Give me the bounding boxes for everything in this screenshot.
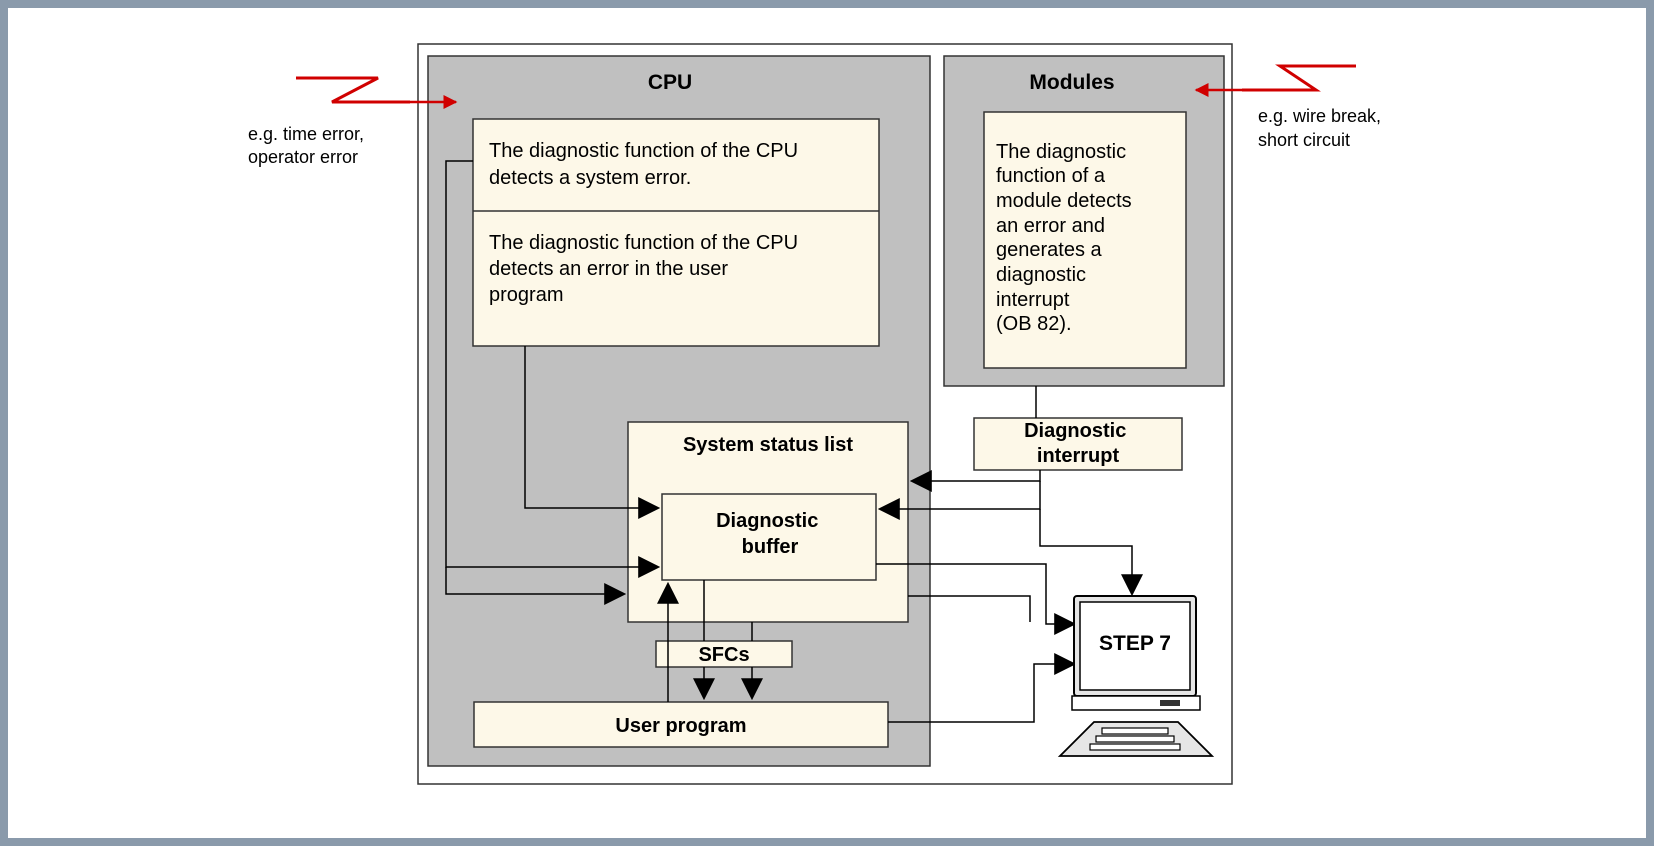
diagnostic-interrupt-title: Diagnostic interrupt (1024, 420, 1132, 467)
connector-interrupt-to-step7 (1039, 509, 1143, 597)
cpu-external-errors-label: e.g. time error, operator error (248, 124, 369, 167)
connector-system-error-to-buffer (445, 160, 661, 578)
cpu-title: CPU (648, 71, 692, 94)
connector-user-error-to-buffer (524, 346, 661, 519)
step7-label: STEP 7 (1099, 632, 1171, 655)
module-external-errors-label: e.g. wire break, short circuit (1258, 106, 1386, 150)
diagnostic-buffer-title: Diagnostic buffer (716, 510, 824, 558)
cpu-error-box (472, 118, 880, 347)
cpu-user-program-error-text: The diagnostic function of the CPU detec… (489, 232, 804, 306)
modules-title: Modules (1029, 71, 1114, 94)
sfcs-box (655, 640, 793, 668)
system-status-list-title: System status list (683, 434, 853, 456)
diagnostic-buffer (661, 493, 877, 581)
user-program-label: User program (615, 715, 746, 737)
module-error-lightning-icon (1194, 64, 1356, 97)
connector-system-error-to-ssl (445, 567, 627, 605)
diagnostic-interrupt-box (973, 417, 1183, 471)
sfcs-label: SFCs (698, 644, 749, 666)
cpu-error-lightning-icon (296, 76, 458, 109)
modules-description-text: The diagnostic function of a module dete… (996, 141, 1137, 335)
step7-terminal: STEP 7 (1057, 595, 1215, 757)
connector-user-program-to-step7 (888, 653, 1077, 723)
connector-ssl-to-step7 (908, 595, 1031, 622)
cpu-system-error-text: The diagnostic function of the CPU detec… (489, 140, 804, 189)
user-program-box (473, 701, 889, 748)
connector-buffer-to-step7 (876, 563, 1077, 635)
modules-description-box (983, 111, 1187, 369)
